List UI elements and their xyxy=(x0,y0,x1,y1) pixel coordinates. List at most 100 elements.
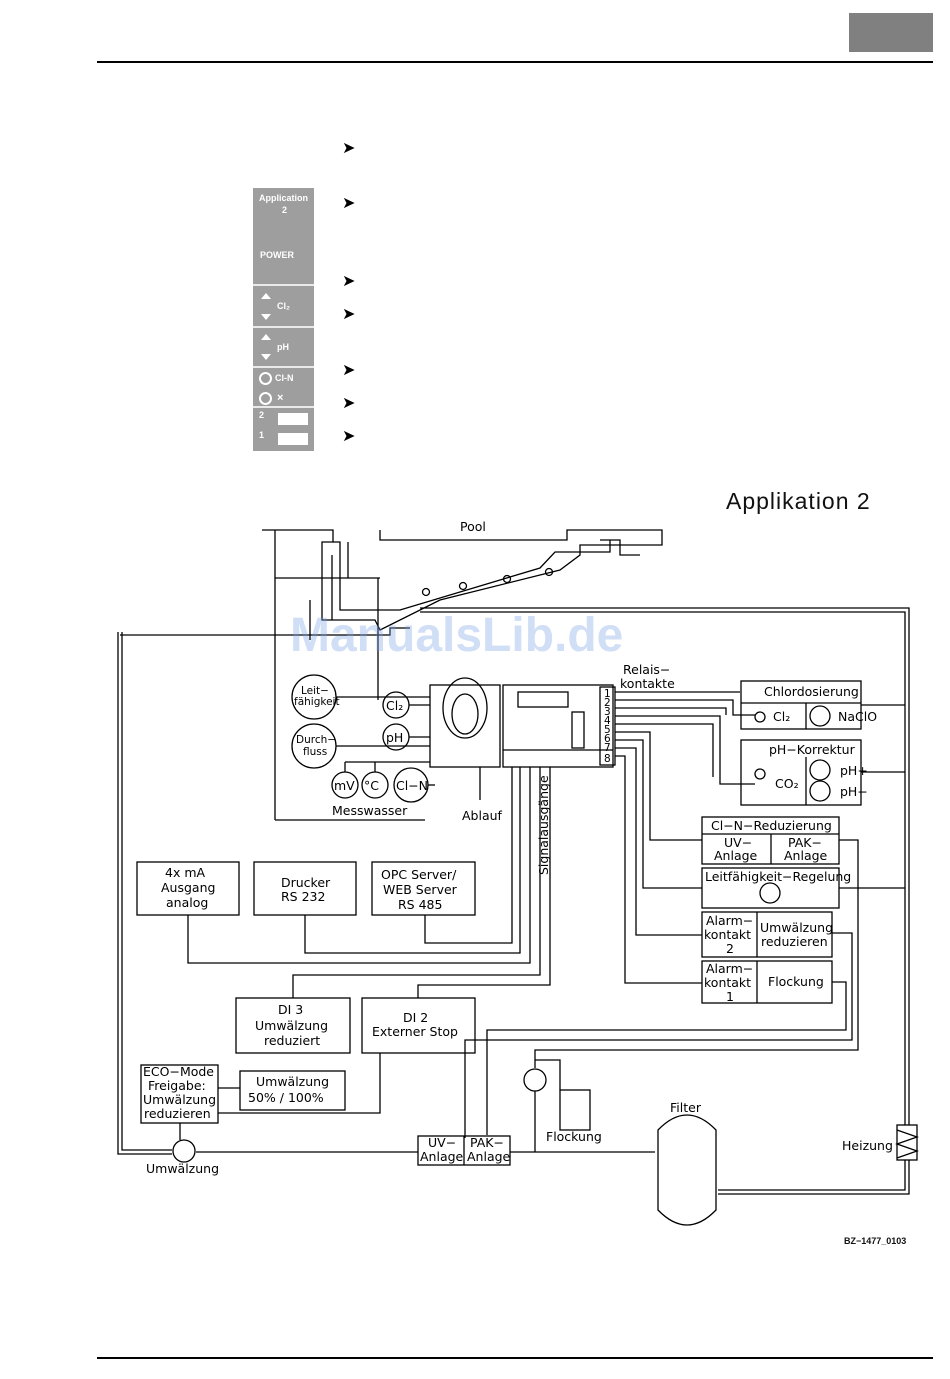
di2-label-2: Externer Stop xyxy=(372,1024,458,1039)
cln-knob-icon xyxy=(259,372,272,385)
panel-ph-label: pH xyxy=(277,342,289,352)
eco-label-4: reduzieren xyxy=(144,1106,211,1121)
slot1-display xyxy=(278,433,308,445)
bullet-arrow-icon: ➤ xyxy=(342,195,356,212)
pak-label-2: Anlage xyxy=(784,848,828,863)
panel-separator xyxy=(253,326,314,328)
di3-label-2: Umwälzung xyxy=(255,1018,328,1033)
panel-cln-label: Cl-N xyxy=(275,373,294,383)
relay-number: 3 xyxy=(604,706,611,718)
alarm2-label-1: Alarm− xyxy=(706,913,753,928)
alarm2-number: 2 xyxy=(726,941,734,956)
cln-reduzierung-label: Cl−N−Reduzierung xyxy=(711,818,832,833)
bullet-arrow-icon: ➤ xyxy=(342,395,356,412)
pak-anlage-label-2: Anlage xyxy=(467,1149,511,1164)
panel-power-label: POWER xyxy=(260,250,295,260)
footer-rule xyxy=(97,1357,933,1359)
x-knob-icon xyxy=(259,392,272,405)
umwaelzung-box-label-2: 50% / 100% xyxy=(248,1090,324,1105)
eco-label-2: Freigabe: xyxy=(148,1078,206,1093)
leit-label-1: Leit− xyxy=(301,685,329,697)
panel-separator xyxy=(253,406,314,408)
opc-label-2: WEB Server xyxy=(383,882,458,897)
relay-number: 6 xyxy=(604,733,611,745)
ph-plus-label: pH+ xyxy=(840,763,868,778)
pak-anlage-label-1: PAK− xyxy=(470,1135,504,1150)
ausgang-label-1: 4x mA xyxy=(165,865,206,880)
messwasser-label: Messwasser xyxy=(332,803,408,818)
co2-label: CO₂ xyxy=(775,776,799,791)
control-panel-graphic: Application 2 POWER Cl₂ pH Cl-N × 2 1 xyxy=(253,188,314,451)
panel-slot2-label: 2 xyxy=(259,410,265,420)
cl2-down-icon xyxy=(261,314,271,320)
pool-outline xyxy=(262,529,663,631)
umwaelzung-pump-label: Umwälzung xyxy=(146,1161,219,1176)
umw-red-label-2: reduzieren xyxy=(761,934,828,949)
durchfluss-label-1: Durch− xyxy=(296,734,336,746)
ph-minus-label: pH− xyxy=(840,784,868,799)
alarm1-label-2: kontakt xyxy=(704,975,751,990)
relais-label-1: Relais− xyxy=(623,662,670,677)
umw-red-label-1: Umwälzung xyxy=(760,920,833,935)
opc-label-3: RS 485 xyxy=(398,897,442,912)
diagram-title: Applikation 2 xyxy=(726,488,871,514)
uv-label-2: Anlage xyxy=(714,848,758,863)
sensor-mv-label: mV xyxy=(334,778,355,793)
relay-number: 4 xyxy=(604,715,611,727)
drucker-label-2: RS 232 xyxy=(281,889,325,904)
panel-cl2-label: Cl₂ xyxy=(277,301,290,311)
panel-separator xyxy=(253,366,314,368)
ausgang-label-2: Ausgang xyxy=(161,880,215,895)
watermark: ManualsLib.de xyxy=(290,609,624,662)
ph-up-icon xyxy=(261,334,271,340)
bullet-arrow-icon: ➤ xyxy=(342,428,356,445)
ablauf-label: Ablauf xyxy=(462,808,503,823)
relay-number: 5 xyxy=(604,724,611,736)
panel-application-label: Application xyxy=(259,193,308,203)
panel-application-number: 2 xyxy=(282,205,288,215)
eco-label-3: Umwälzung xyxy=(143,1092,216,1107)
filter-label: Filter xyxy=(670,1100,702,1115)
drucker-label-1: Drucker xyxy=(281,875,331,890)
heizung-label: Heizung xyxy=(842,1138,893,1153)
alarm2-label-2: kontakt xyxy=(704,927,751,942)
panel-x-label: × xyxy=(277,392,284,404)
chlordosierung-label: Chlordosierung xyxy=(764,684,859,699)
bullet-arrow-icon: ➤ xyxy=(342,273,356,290)
relais-label-2: kontakte xyxy=(620,676,675,691)
naclo-label: NaClO xyxy=(838,709,877,724)
di2-label-1: DI 2 xyxy=(403,1010,428,1025)
pak-label-1: PAK− xyxy=(788,835,822,850)
sensor-cln-label: Cl−N xyxy=(396,778,428,793)
ph-korrektur-label: pH−Korrektur xyxy=(769,742,856,757)
signalausgaenge-label: Signalausgänge xyxy=(536,775,551,875)
panel-separator xyxy=(253,284,314,286)
ph-down-icon xyxy=(261,354,271,360)
cl2-dosing-label: Cl₂ xyxy=(773,709,790,724)
header-rule xyxy=(97,61,933,63)
ausgang-label-3: analog xyxy=(166,895,208,910)
relay-number: 8 xyxy=(604,753,611,765)
flockung-box-label: Flockung xyxy=(768,974,824,989)
return-pipe xyxy=(120,627,410,636)
sensor-c-label: °C xyxy=(364,778,379,793)
bullet-arrow-icon: ➤ xyxy=(342,362,356,379)
panel-slot1-label: 1 xyxy=(259,430,265,440)
eco-label-1: ECO−Mode xyxy=(143,1064,214,1079)
leitfaehigkeit-regelung-label: Leitfähigkeit−Regelung xyxy=(705,869,851,884)
di3-label-3: reduziert xyxy=(264,1033,320,1048)
flockung-tank-label: Flockung xyxy=(546,1129,602,1144)
di3-label-1: DI 3 xyxy=(278,1002,303,1017)
umwaelzung-box-label-1: Umwälzung xyxy=(256,1074,329,1089)
uv-label-1: UV− xyxy=(724,835,752,850)
leit-label-2: fähigkeit xyxy=(294,696,340,708)
durchfluss-label-2: fluss xyxy=(303,746,327,758)
pool-label: Pool xyxy=(460,519,486,534)
cl2-up-icon xyxy=(261,293,271,299)
bullet-arrow-icon: ➤ xyxy=(342,306,356,323)
alarm1-label-1: Alarm− xyxy=(706,961,753,976)
relay-number: 2 xyxy=(604,697,611,709)
uv-anlage-label-2: Anlage xyxy=(420,1149,464,1164)
alarm1-number: 1 xyxy=(726,989,734,1004)
